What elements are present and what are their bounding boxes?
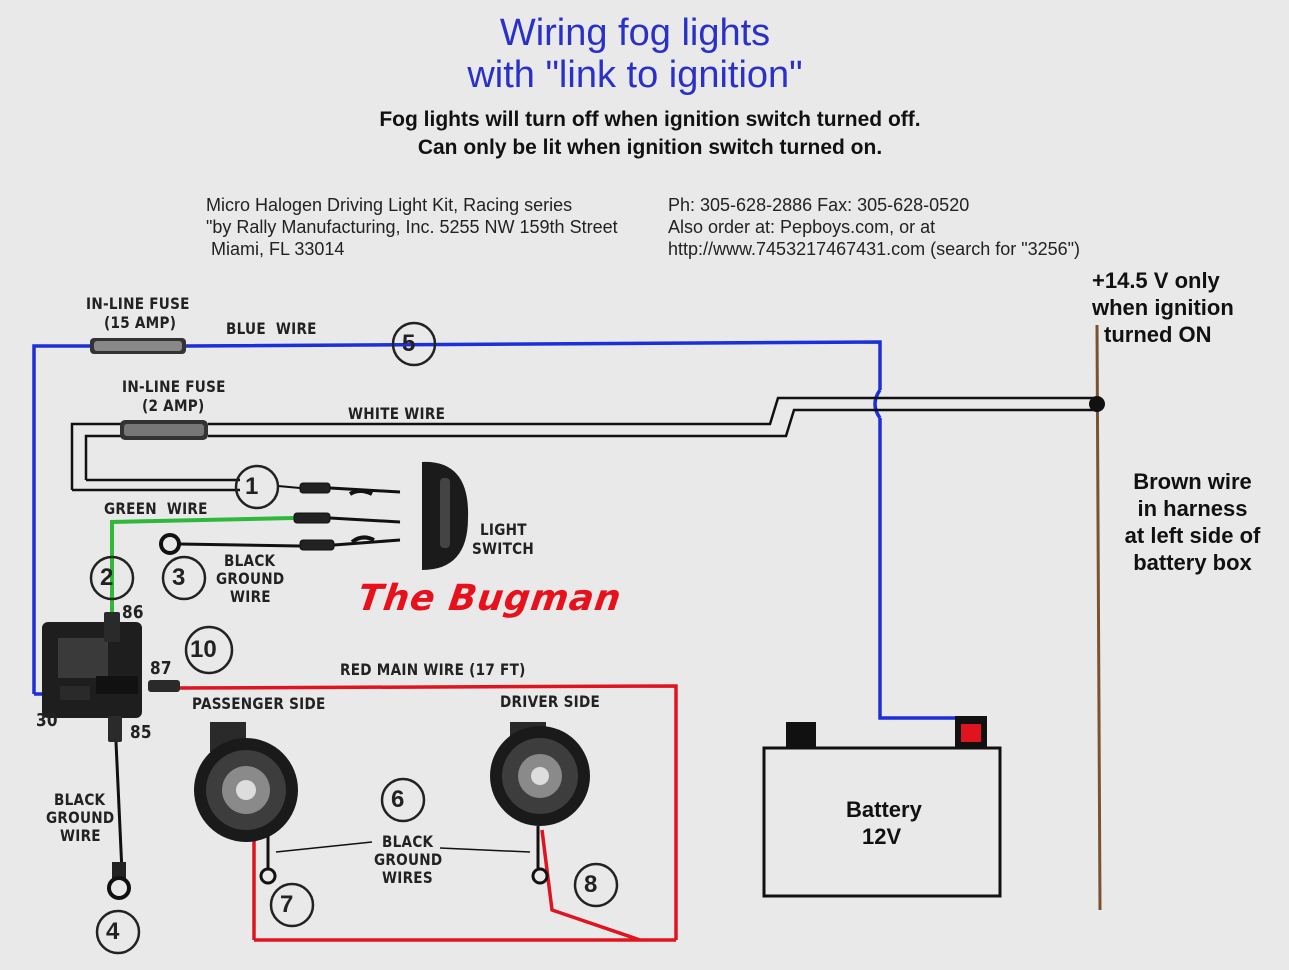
light-switch-body bbox=[422, 461, 469, 570]
relay-ground-label-1: BLACK bbox=[54, 790, 106, 809]
brown-wire-note-line-3: at left side of bbox=[1124, 523, 1261, 548]
white-wire-label: WHITE WIRE bbox=[348, 404, 446, 423]
fog-ground-wires bbox=[259, 826, 549, 885]
blue-wire-crossover bbox=[873, 388, 882, 420]
callout-5: 5 bbox=[402, 330, 416, 357]
fuse-2-amp bbox=[120, 420, 208, 440]
black-ground-wires-label-3: WIRES bbox=[382, 868, 433, 887]
switch-connectors bbox=[159, 482, 401, 555]
blue-wire-label: BLUE WIRE bbox=[226, 319, 317, 338]
callout-7: 7 bbox=[280, 891, 294, 918]
black-ground-label-2: GROUND bbox=[216, 569, 285, 588]
junction-dot bbox=[1089, 396, 1105, 412]
pin-87-label: 87 bbox=[150, 658, 172, 679]
battery-label-1: Battery bbox=[846, 797, 922, 822]
brown-wire bbox=[1095, 324, 1102, 911]
callout-4: 4 bbox=[106, 918, 120, 945]
green-wire-label: GREEN WIRE bbox=[104, 499, 208, 518]
fuse-15-label-1: IN-LINE FUSE bbox=[86, 294, 190, 313]
callout-10: 10 bbox=[190, 636, 217, 663]
ignition-note-line-3: turned ON bbox=[1104, 322, 1212, 347]
callout-8: 8 bbox=[584, 871, 598, 898]
fog-light-passenger bbox=[194, 722, 298, 842]
callout-6: 6 bbox=[391, 786, 405, 813]
order-info-line-2: Also order at: Pepboys.com, or at bbox=[668, 217, 936, 237]
red-main-wire bbox=[179, 684, 678, 942]
relay-ground-ring bbox=[107, 876, 131, 900]
red-main-wire-label: RED MAIN WIRE (17 FT) bbox=[340, 660, 526, 679]
green-wire bbox=[110, 516, 295, 618]
fuse-15-label-2: (15 AMP) bbox=[104, 313, 177, 332]
title-line-1: Wiring fog lights bbox=[499, 12, 771, 54]
brown-wire-note-line-4: battery box bbox=[1133, 550, 1252, 575]
blue-wire-battery bbox=[878, 418, 962, 720]
callout-circles bbox=[89, 321, 619, 955]
ignition-note-line-1: +14.5 V only bbox=[1092, 268, 1220, 293]
black-ground-wires-label-1: BLACK bbox=[382, 832, 434, 851]
relay-ground-label-2: GROUND bbox=[46, 808, 115, 827]
battery bbox=[762, 716, 1002, 898]
blue-wire-top bbox=[185, 340, 882, 390]
fuse-2-label-1: IN-LINE FUSE bbox=[122, 377, 226, 396]
black-ground-wires-label-2: GROUND bbox=[374, 850, 443, 869]
white-wire bbox=[70, 396, 1097, 492]
brown-wire-note-line-2: in harness bbox=[1137, 496, 1248, 521]
fog-light-driver bbox=[490, 722, 590, 826]
black-ground-label-3: WIRE bbox=[230, 587, 271, 606]
pin-30-label: 30 bbox=[36, 710, 58, 731]
order-info-line-1: Ph: 305-628-2886 Fax: 305-628-0520 bbox=[668, 195, 970, 215]
kit-info-line-1: Micro Halogen Driving Light Kit, Racing … bbox=[206, 195, 573, 215]
subtitle-line-1: Fog lights will turn off when ignition s… bbox=[379, 108, 921, 131]
watermark-logo: The Bugman bbox=[355, 578, 625, 619]
relay-ground-wire bbox=[114, 741, 124, 873]
battery-negative-terminal bbox=[786, 722, 816, 748]
pin-85-label: 85 bbox=[130, 722, 152, 743]
title-line-2: with "link to ignition" bbox=[467, 54, 803, 96]
callout-3: 3 bbox=[172, 564, 186, 591]
pin-86-label: 86 bbox=[122, 602, 144, 623]
light-switch-label-1: LIGHT bbox=[480, 520, 527, 539]
battery-label-2: 12V bbox=[862, 824, 902, 849]
black-ground-label-1: BLACK bbox=[224, 551, 276, 570]
brown-wire-note-line-1: Brown wire bbox=[1133, 469, 1252, 494]
kit-info-line-2: "by Rally Manufacturing, Inc. 5255 NW 15… bbox=[206, 217, 618, 237]
blue-wire-left bbox=[32, 344, 100, 694]
relay-ground-terminal bbox=[112, 862, 126, 878]
driver-side-label: DRIVER SIDE bbox=[500, 692, 601, 711]
ignition-note-line-2: when ignition bbox=[1092, 295, 1234, 320]
kit-info-line-3: Miami, FL 33014 bbox=[206, 239, 345, 259]
passenger-side-label: PASSENGER SIDE bbox=[192, 694, 326, 713]
order-info-line-3: http://www.7453217467431.com (search for… bbox=[668, 239, 1081, 259]
subtitle-line-2: Can only be lit when ignition switch tur… bbox=[417, 136, 883, 159]
fuse-15-amp bbox=[90, 338, 186, 354]
callout-1: 1 bbox=[245, 473, 259, 500]
fuse-2-label-2: (2 AMP) bbox=[142, 396, 205, 415]
relay bbox=[42, 612, 180, 742]
relay-ground-label-3: WIRE bbox=[60, 826, 101, 845]
light-switch-label-2: SWITCH bbox=[472, 539, 535, 558]
callout-2: 2 bbox=[100, 564, 114, 591]
